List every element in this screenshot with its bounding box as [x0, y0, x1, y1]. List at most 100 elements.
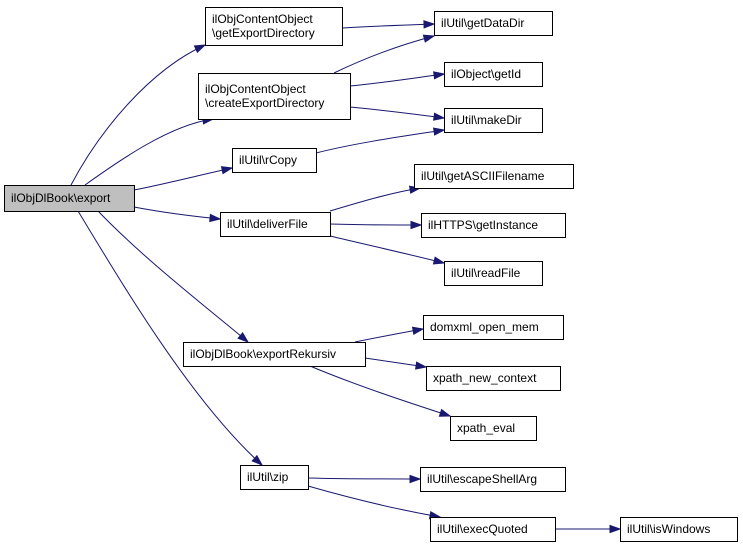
edge-exportRekursiv-to-xpath_new_context [364, 357, 428, 370]
edge-deliverFile-to-getInstance [329, 220, 423, 230]
arrowhead-icon [251, 454, 264, 467]
node-box [4, 185, 135, 212]
edge-deliverFile-to-getASCIIFilename [329, 185, 422, 212]
node-label: ilUtil\makeDir [451, 113, 522, 127]
arrowhead-icon [209, 213, 222, 223]
edge-line [70, 44, 206, 186]
arrowhead-icon [415, 361, 428, 370]
node-label: ilUtil\escapeShellArg [427, 472, 537, 486]
node-box [426, 366, 561, 391]
node-box [240, 465, 309, 490]
edge-exportRekursiv-to-xpath_eval [309, 365, 452, 417]
edge-getExportDirectory-to-getDataDir [341, 20, 436, 29]
edge-root-to-exportRekursiv [97, 210, 250, 343]
node-isWindows[interactable]: ilUtil\isWindows [620, 517, 738, 542]
edge-line [307, 477, 421, 480]
node-getId[interactable]: ilObject\getId [444, 62, 543, 87]
edge-rCopy-to-makeDir [315, 127, 446, 154]
node-root[interactable]: ilObjDlBook\export [4, 185, 135, 212]
arrowhead-icon [220, 166, 234, 175]
nodes-layer: ilObjDlBook\exportilObjContentObject\get… [4, 7, 738, 542]
node-label: ilUtil\zip [247, 470, 289, 484]
node-box [444, 108, 543, 133]
edge-deliverFile-to-readFile [329, 235, 446, 265]
edge-line [315, 129, 445, 154]
edge-line [329, 223, 422, 226]
arrowhead-icon [438, 408, 452, 417]
edge-line [329, 235, 445, 264]
edge-line [341, 23, 435, 29]
arrowhead-icon [433, 71, 446, 80]
node-label: xpath_eval [457, 421, 515, 435]
node-label: ilUtil\deliverFile [227, 217, 308, 231]
edge-zip-to-escapeShellArg [307, 474, 422, 484]
node-getDataDir[interactable]: ilUtil\getDataDir [434, 11, 553, 36]
node-domxml_open_mem[interactable]: domxml_open_mem [423, 315, 564, 340]
edge-line [307, 485, 441, 518]
arrowhead-icon [432, 256, 446, 265]
node-label: ilObjDlBook\export [11, 191, 111, 205]
arrowhead-icon [409, 474, 422, 484]
node-getASCIIFilename[interactable]: ilUtil\getASCIIFilename [414, 164, 574, 189]
edge-createExportDirectory-to-getId [349, 71, 446, 87]
node-label: xpath_new_context [433, 371, 537, 385]
edge-createExportDirectory-to-makeDir [349, 106, 446, 121]
node-box [414, 164, 574, 189]
node-box [205, 7, 343, 46]
arrowhead-icon [193, 44, 207, 54]
node-label: ilObject\getId [451, 67, 521, 81]
edge-root-to-createExportDirectory [84, 116, 215, 186]
node-label: ilUtil\isWindows [627, 522, 710, 536]
node-execQuoted[interactable]: ilUtil\execQuoted [430, 517, 556, 542]
node-label: ilUtil\rCopy [239, 153, 297, 167]
arrowhead-icon [410, 220, 423, 230]
node-zip[interactable]: ilUtil\zip [240, 465, 309, 490]
node-getInstance[interactable]: ilHTTPS\getInstance [421, 213, 566, 238]
node-box [423, 315, 564, 340]
node-box [430, 517, 556, 542]
edge-execQuoted-to-isWindows [555, 524, 622, 534]
node-label: ilUtil\getASCIIFilename [421, 169, 545, 183]
node-label: ilUtil\readFile [451, 266, 521, 280]
node-rCopy[interactable]: ilUtil\rCopy [232, 148, 317, 173]
node-xpath_new_context[interactable]: xpath_new_context [426, 366, 561, 391]
node-exportRekursiv[interactable]: ilObjDlBook\exportRekursiv [183, 342, 366, 367]
node-box [620, 517, 738, 542]
node-box [420, 467, 566, 492]
node-escapeShellArg[interactable]: ilUtil\escapeShellArg [420, 467, 566, 492]
node-readFile[interactable]: ilUtil\readFile [444, 261, 543, 286]
arrowhead-icon [433, 112, 446, 121]
node-xpath_eval[interactable]: xpath_eval [450, 416, 537, 441]
edge-root-to-zip [77, 210, 264, 467]
edge-line [349, 106, 445, 119]
edge-createExportDirectory-to-getDataDir [333, 34, 436, 74]
node-label: ilObjContentObject [205, 82, 306, 96]
node-box [421, 213, 566, 238]
edge-line [84, 118, 214, 186]
edge-line [133, 206, 221, 220]
arrowhead-icon [423, 20, 436, 29]
node-box [444, 62, 543, 87]
node-label: ilHTTPS\getInstance [428, 218, 538, 232]
node-label: ilObjContentObject [212, 12, 313, 26]
edge-line [77, 210, 263, 466]
node-box [220, 212, 331, 237]
node-box [232, 148, 317, 173]
node-label: domxml_open_mem [430, 320, 539, 334]
arrowhead-icon [237, 332, 250, 343]
node-getExportDirectory[interactable]: ilObjContentObject\getExportDirectory [205, 7, 343, 46]
edge-root-to-rCopy [133, 166, 234, 191]
node-label: \getExportDirectory [212, 26, 315, 40]
node-makeDir[interactable]: ilUtil\makeDir [444, 108, 543, 133]
edge-line [309, 365, 451, 417]
edge-line [133, 167, 233, 191]
edge-exportRekursiv-to-domxml_open_mem [354, 326, 425, 343]
edge-line [333, 35, 435, 74]
edge-line [97, 210, 249, 343]
node-createExportDirectory[interactable]: ilObjContentObject\createExportDirectory [198, 73, 351, 120]
edge-line [349, 73, 445, 87]
node-box [450, 416, 537, 441]
node-deliverFile[interactable]: ilUtil\deliverFile [220, 212, 331, 237]
node-label: ilUtil\execQuoted [437, 522, 528, 536]
